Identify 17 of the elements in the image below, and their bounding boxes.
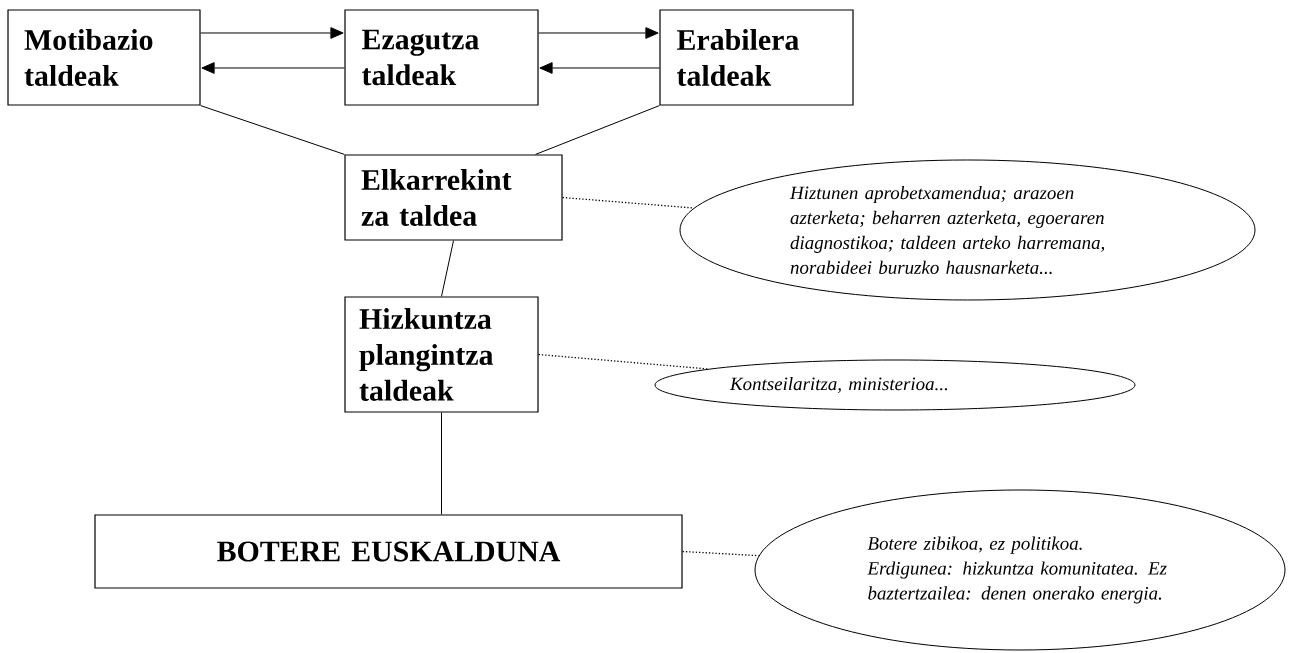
connector-line (441, 240, 454, 297)
leader-line (561, 196, 695, 209)
connector-line (441, 412, 442, 515)
group-box: Hizkuntza plangintza taldeak (344, 296, 539, 413)
leader-line (681, 550, 760, 557)
arrow (539, 62, 660, 74)
arrow (538, 27, 659, 39)
group-box: BOTERE EUSKALDUNA (94, 514, 683, 589)
connector-line (200, 105, 345, 155)
arrow (201, 62, 345, 74)
leader-line (537, 353, 709, 370)
group-box: Erabilera taldeak (659, 9, 854, 106)
arrow (200, 27, 344, 39)
connector-line (535, 105, 660, 155)
group-box: Motibazio taldeak (7, 9, 201, 106)
group-box: Elkarrekint za taldea (344, 154, 563, 241)
group-box: Ezagutza taldeak (344, 9, 539, 106)
